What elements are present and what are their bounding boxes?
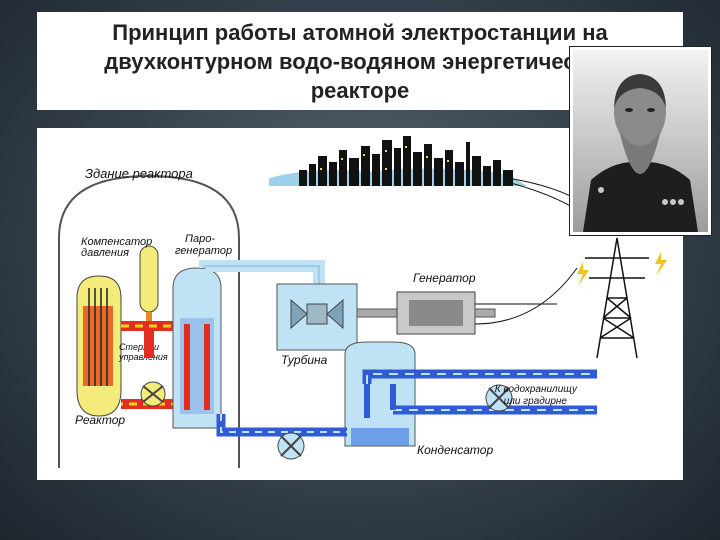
generator-icon — [396, 291, 496, 335]
label-condenser: Конденсатор — [417, 443, 493, 457]
title-line-1: Принцип работы атомной электростанции на — [112, 20, 608, 45]
portrait-photo — [569, 46, 712, 236]
steam-pipe — [199, 260, 325, 286]
secondary-loop — [216, 414, 347, 437]
power-tower-icon — [585, 237, 649, 359]
label-reactor: Реактор — [75, 413, 125, 427]
label-turbine: Турбина — [281, 353, 328, 367]
npp-diagram: Здание реактора Компенсатор давления Сте… — [58, 136, 667, 468]
label-rods-1: Стержни — [119, 342, 159, 352]
feed-pump-icon — [277, 432, 305, 460]
label-steam-gen-2: генератор — [175, 245, 232, 257]
portrait-icon — [573, 50, 708, 232]
condenser-icon — [344, 341, 416, 447]
page-title: Принцип работы атомной электростанции на… — [37, 18, 683, 105]
label-rods-2: управления — [118, 352, 168, 362]
city-skyline-icon — [269, 136, 586, 211]
steam-generator-icon — [172, 267, 222, 429]
turbine-shaft — [356, 308, 398, 318]
reactor-vessel-icon — [76, 275, 122, 417]
label-pressurizer-1: Компенсатор — [81, 236, 152, 248]
turbine-icon — [276, 283, 358, 351]
label-generator: Генератор — [413, 271, 476, 285]
label-steam-gen-1: Паро- — [185, 233, 215, 245]
title-line-2: двухконтурном водо-водяном энергетическо… — [104, 49, 616, 74]
label-building: Здание реактора — [85, 166, 193, 181]
npp-diagram-panel: Здание реактора Компенсатор давления Сте… — [37, 128, 683, 480]
label-reservoir-1: К водохранилищу — [495, 384, 578, 395]
reactor-building-outline — [58, 174, 240, 468]
primary-pump-icon — [140, 381, 166, 407]
lightning-icon — [577, 252, 667, 286]
title-line-3: реакторе — [310, 78, 410, 103]
label-pressurizer-2: давления — [81, 247, 129, 259]
circulation-pump-icon — [485, 384, 513, 412]
label-reservoir-2: или градирне — [504, 396, 568, 407]
pressurizer-icon — [139, 245, 159, 326]
cooling-water-loop — [362, 369, 597, 418]
